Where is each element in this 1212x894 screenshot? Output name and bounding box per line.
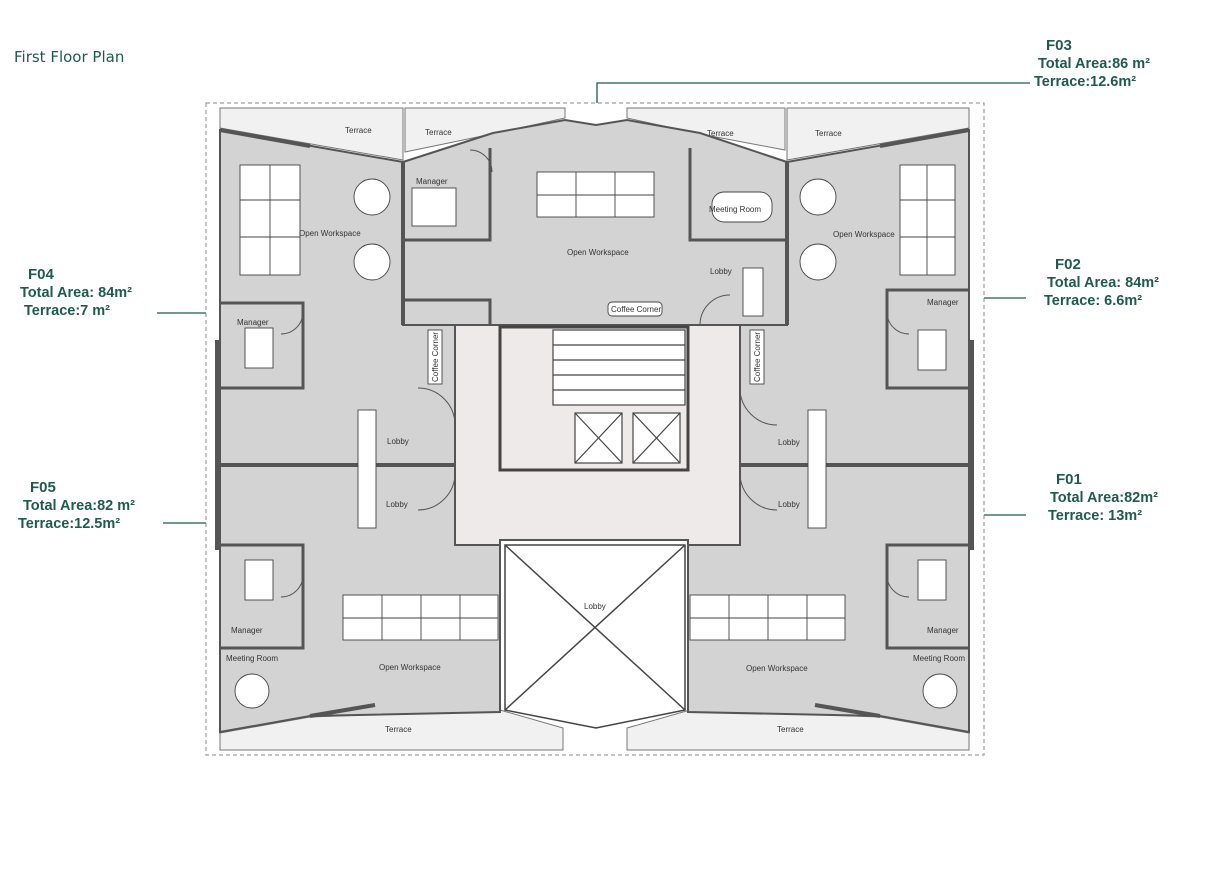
unit-code: F03 — [1046, 37, 1072, 54]
walls — [215, 128, 974, 718]
coffee-corner-label: Coffee Corner — [611, 305, 661, 314]
terraces — [219, 107, 970, 751]
lobby-void — [504, 544, 686, 729]
unit-code: F02 — [1055, 256, 1081, 273]
meeting-room-label: Meeting Room — [226, 654, 278, 663]
open-workspace-label: Open Workspace — [567, 248, 629, 257]
manager-label: Manager — [231, 626, 263, 635]
stair-core — [498, 325, 690, 472]
leader-line-f03 — [596, 82, 1030, 103]
unit-code: F01 — [1056, 471, 1082, 488]
terrace-label: Terrace — [815, 129, 842, 138]
furniture — [234, 164, 958, 709]
unit-terrace-area: Terrace:12.6m² — [1034, 74, 1137, 90]
lobby-label: Lobby — [778, 438, 800, 447]
open-workspace-label: Open Workspace — [746, 664, 808, 673]
terrace-top-left — [219, 107, 404, 161]
room-labels: Terrace Terrace Terrace Terrace Terrace … — [226, 126, 965, 734]
unit-total-area: Total Area:82m² — [1050, 490, 1158, 506]
manager-label: Manager — [927, 298, 959, 307]
open-workspace-label: Open Workspace — [833, 230, 895, 239]
manager-label: Manager — [927, 626, 959, 635]
unit-terrace-area: Terrace:12.5m² — [18, 516, 121, 532]
lobby-label: Lobby — [778, 500, 800, 509]
open-workspace-label: Open Workspace — [299, 229, 361, 238]
terrace-label: Terrace — [345, 126, 372, 135]
unit-total-area: Total Area:82 m² — [23, 498, 135, 514]
meeting-room-label: Meeting Room — [709, 205, 761, 214]
terrace-label: Terrace — [777, 725, 804, 734]
lobby-label: Lobby — [386, 500, 408, 509]
lobby-label: Lobby — [710, 267, 732, 276]
page-title: First Floor Plan — [14, 48, 125, 66]
terrace-top-right — [626, 107, 786, 151]
lobby-label: Lobby — [584, 602, 606, 611]
lobby-label: Lobby — [387, 437, 409, 446]
unit-label-f02: F02 Total Area: 84m² Terrace: 6.6m² — [1044, 256, 1159, 310]
unit-code: F05 — [30, 479, 56, 496]
open-workspace-label: Open Workspace — [379, 663, 441, 672]
terrace-label: Terrace — [385, 725, 412, 734]
doors — [280, 149, 910, 598]
stairs — [552, 329, 686, 406]
unit-total-area: Total Area: 84m² — [1047, 275, 1159, 291]
unit-terrace-area: Terrace: 13m² — [1048, 508, 1143, 524]
unit-code: F04 — [28, 266, 54, 283]
terrace-label: Terrace — [707, 129, 734, 138]
unit-terrace-area: Terrace: 6.6m² — [1044, 293, 1143, 309]
unit-total-area: Total Area:86 m² — [1038, 56, 1150, 72]
manager-label: Manager — [416, 177, 448, 186]
unit-label-f05: F05 Total Area:82 m² Terrace:12.5m² — [18, 479, 135, 533]
coffee-corner-label: Coffee Corner — [753, 332, 762, 382]
unit-f03-floor — [402, 118, 788, 326]
unit-terrace-area: Terrace:7 m² — [24, 303, 110, 319]
terrace-top-right-2 — [786, 107, 970, 161]
terrace-label: Terrace — [425, 128, 452, 137]
manager-label: Manager — [237, 318, 269, 327]
unit-label-f04: F04 Total Area: 84m² Terrace:7 m² — [20, 266, 132, 320]
meeting-room-label: Meeting Room — [913, 654, 965, 663]
unit-label-f03: F03 Total Area:86 m² Terrace:12.6m² — [1034, 37, 1150, 91]
partitions — [220, 148, 969, 650]
coffee-corner-label: Coffee Corner — [431, 332, 440, 382]
unit-label-f01: F01 Total Area:82m² Terrace: 13m² — [1048, 471, 1158, 525]
unit-total-area: Total Area: 84m² — [20, 285, 132, 301]
